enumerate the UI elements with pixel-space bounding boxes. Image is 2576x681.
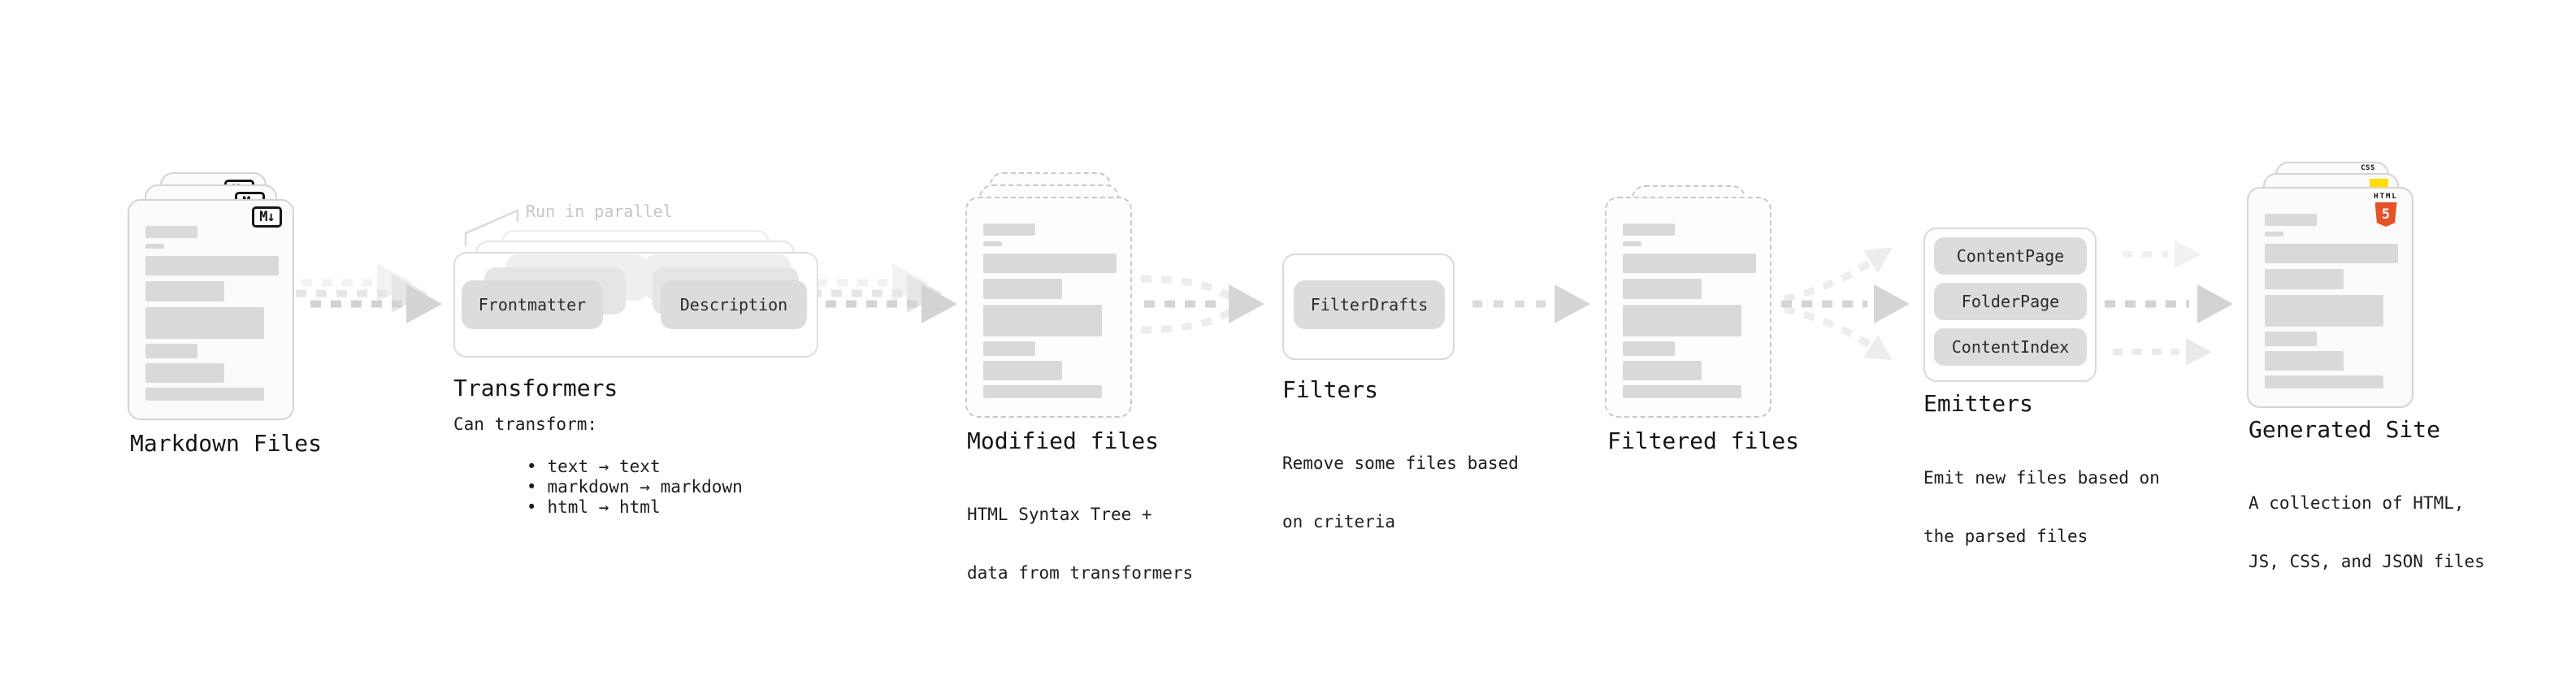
doc-content-bars bbox=[129, 201, 293, 419]
filters-title: Filters bbox=[1282, 376, 1379, 403]
doc-content-bars bbox=[2249, 189, 2412, 406]
doc-bar bbox=[2265, 351, 2344, 371]
js-file-icon bbox=[2370, 179, 2388, 189]
doc-bar bbox=[2265, 232, 2283, 236]
doc-bar bbox=[1623, 341, 1675, 356]
transformers-title: Transformers bbox=[453, 375, 618, 401]
doc-bar bbox=[1623, 279, 1702, 299]
doc-bar bbox=[145, 226, 197, 238]
emitters-subtitle: Emit new files based on the parsed files bbox=[1923, 468, 2160, 546]
doc-bar bbox=[145, 256, 279, 275]
transform-bullet-text: •text → text bbox=[526, 457, 661, 476]
doc-bar bbox=[983, 279, 1062, 299]
generated-site-title: Generated Site bbox=[2249, 416, 2441, 443]
doc-bar bbox=[983, 223, 1035, 236]
modified-files-title: Modified files bbox=[967, 427, 1160, 454]
modified-files-subtitle: HTML Syntax Tree + data from transformer… bbox=[967, 505, 1194, 583]
doc-bar bbox=[2265, 214, 2317, 226]
doc-content-bars bbox=[967, 198, 1130, 416]
doc-bar bbox=[983, 305, 1102, 336]
doc-bar bbox=[1623, 241, 1641, 246]
doc-bar bbox=[1623, 223, 1675, 236]
doc-bar bbox=[2265, 375, 2383, 388]
arrow-filtered-to-emitters bbox=[1781, 236, 1910, 372]
filterdrafts-pill: FilterDrafts bbox=[1294, 280, 1445, 329]
doc-bar bbox=[145, 244, 164, 249]
generated-site-subtitle: A collection of HTML, JS, CSS, and JSON … bbox=[2249, 493, 2485, 571]
doc-content-bars bbox=[1607, 198, 1770, 416]
filters-subtitle: Remove some files based on criteria bbox=[1282, 453, 1519, 531]
folderpage-pill: FolderPage bbox=[1934, 283, 2087, 320]
doc-bar bbox=[2265, 244, 2398, 263]
arrow-emitters-to-generated bbox=[2105, 241, 2233, 366]
doc-bar bbox=[983, 254, 1117, 273]
arrow-modified-to-filters bbox=[1140, 275, 1264, 334]
doc-bar bbox=[2265, 269, 2344, 289]
doc-bar bbox=[2265, 332, 2317, 346]
markdown-files-title: Markdown Files bbox=[130, 430, 323, 457]
doc-bar bbox=[1623, 361, 1702, 380]
markdown-icon: M↓ bbox=[252, 206, 282, 228]
html5-icon: HTML 5 bbox=[2368, 193, 2404, 227]
doc-bar bbox=[983, 385, 1102, 398]
filtered-files-title: Filtered files bbox=[1607, 427, 1800, 454]
doc-bar bbox=[145, 307, 264, 339]
filtered-doc-front bbox=[1605, 197, 1772, 418]
doc-bar bbox=[1623, 385, 1741, 398]
contentpage-pill: ContentPage bbox=[1934, 237, 2087, 275]
doc-bar bbox=[145, 281, 224, 301]
frontmatter-pill: Frontmatter bbox=[462, 280, 603, 329]
doc-bar bbox=[145, 363, 224, 383]
generated-doc-front: HTML 5 bbox=[2247, 187, 2413, 408]
markdown-doc-front: M↓ bbox=[128, 199, 294, 420]
doc-bar bbox=[1623, 305, 1741, 336]
transform-bullet-markdown: •markdown → markdown bbox=[526, 477, 743, 497]
contentindex-pill: ContentIndex bbox=[1934, 328, 2087, 366]
doc-bar bbox=[2265, 295, 2383, 327]
description-pill: Description bbox=[661, 280, 807, 329]
doc-bar bbox=[983, 341, 1035, 356]
transformers-subtitle: Can transform: bbox=[453, 414, 598, 434]
doc-bar bbox=[145, 344, 197, 358]
doc-bar bbox=[983, 361, 1062, 380]
modified-doc-front bbox=[965, 197, 1132, 418]
transform-bullet-html: •html → html bbox=[526, 497, 661, 517]
run-in-parallel-label: Run in parallel bbox=[526, 202, 673, 221]
doc-bar bbox=[145, 388, 264, 401]
run-in-parallel-leader-line bbox=[464, 209, 519, 246]
doc-bar bbox=[1623, 254, 1756, 273]
doc-bar bbox=[983, 241, 1002, 246]
emitters-title: Emitters bbox=[1923, 390, 2033, 417]
